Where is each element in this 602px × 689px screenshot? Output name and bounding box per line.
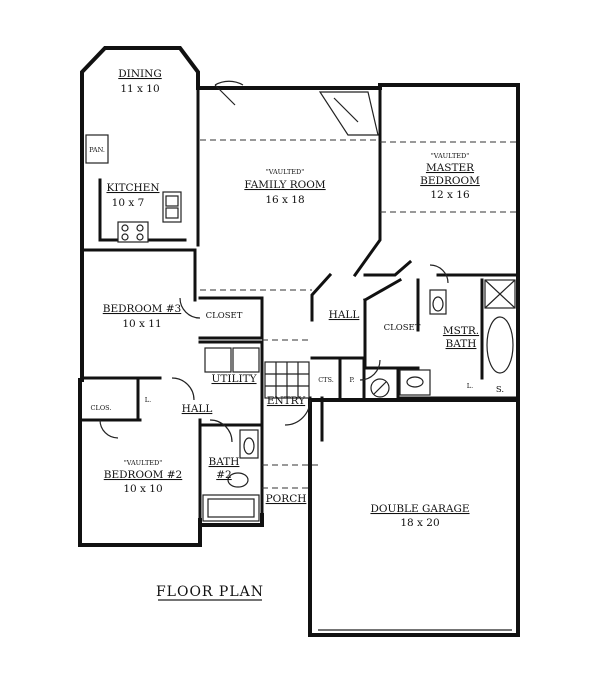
porch-label: PORCH	[266, 493, 307, 505]
master-bath-label-1: MSTR.	[443, 325, 479, 337]
bath2-label-1: BATH	[209, 456, 240, 468]
garage-label: DOUBLE GARAGE	[370, 503, 469, 515]
entry-label: ENTRY	[267, 395, 306, 407]
hall-upper-label: HALL	[329, 309, 360, 321]
pantry-label: PAN.	[89, 146, 105, 154]
hall-lower-label: HALL	[182, 403, 213, 415]
family-dims: 16 x 18	[265, 194, 304, 206]
linen2-label: L.	[467, 382, 473, 390]
bedroom3-label: BEDROOM #3	[103, 303, 182, 315]
bedroom2-label: BEDROOM #2	[104, 469, 183, 481]
dining-label: DINING	[118, 68, 161, 80]
bathtub-icon	[486, 316, 514, 374]
pantry-box	[85, 134, 109, 164]
kitchen-dims: 10 x 7	[112, 197, 145, 209]
master-label-2: BEDROOM	[420, 175, 480, 187]
bath2-label-2: #2	[216, 469, 231, 481]
dining-dims: 11 x 10	[120, 83, 159, 95]
vanity-sink-icon	[399, 369, 431, 396]
p-label: P.	[349, 376, 354, 384]
closet3-label: CLOSET	[206, 311, 243, 321]
washer-icon	[204, 347, 232, 373]
plan-title: FLOOR PLAN	[156, 584, 264, 600]
exterior-walls	[78, 46, 520, 637]
fixtures	[85, 80, 516, 522]
linen1-label: L.	[145, 396, 151, 404]
s-label: S.	[496, 385, 504, 395]
stove-icon	[117, 221, 149, 243]
cts-label: CTS.	[318, 376, 334, 384]
door-swing	[214, 80, 244, 106]
family-note: "VAULTED"	[266, 168, 304, 176]
master-label-1: MASTER	[426, 162, 475, 174]
bedroom2-dims: 10 x 10	[123, 483, 162, 495]
bedroom3-dims: 10 x 11	[122, 318, 161, 330]
interior-walls	[78, 86, 520, 547]
master-note: "VAULTED"	[431, 152, 469, 160]
bedroom2-note: "VAULTED"	[124, 459, 162, 467]
family-label: FAMILY ROOM	[244, 179, 326, 191]
utility-label: UTILITY	[211, 373, 257, 385]
garage-dims: 18 x 20	[400, 517, 439, 529]
master-closet-label: CLOSET	[384, 323, 421, 333]
dryer-icon	[232, 347, 260, 373]
entry-tile	[264, 361, 310, 399]
clos-label: CLOS.	[91, 404, 112, 412]
master-bath-label-2: BATH	[446, 338, 477, 350]
master-dims: 12 x 16	[430, 189, 470, 201]
room-labels: DINING 11 x 10 PAN. KITCHEN 10 x 7 "VAUL…	[89, 68, 504, 529]
open-boundaries	[200, 139, 518, 489]
kitchen-label: KITCHEN	[106, 182, 159, 194]
